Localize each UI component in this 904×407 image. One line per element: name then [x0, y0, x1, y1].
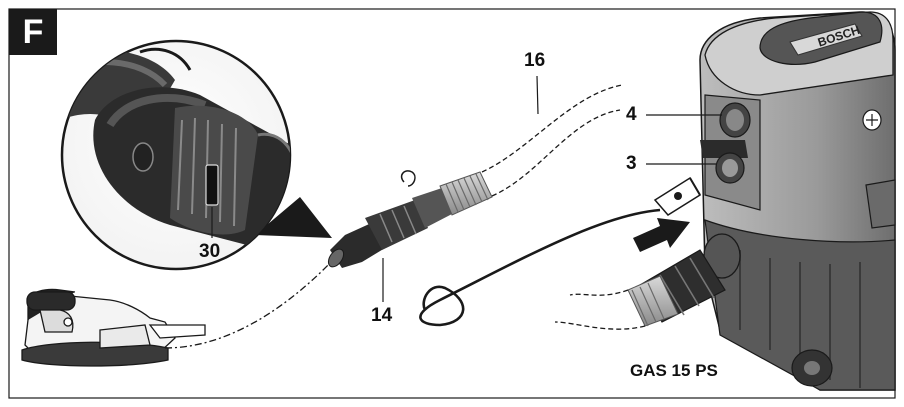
figure-letter: F	[9, 9, 57, 55]
hose-dashed-lower	[491, 109, 621, 197]
callout-3: 3	[626, 153, 637, 174]
magnifier-pointer	[255, 197, 332, 238]
insert-arrow	[633, 218, 690, 252]
sander-tool	[21, 288, 206, 367]
corrugated-hose	[439, 171, 493, 216]
power-plug	[653, 176, 702, 216]
callout-14: 14	[371, 305, 393, 326]
hose-dashed-upper	[481, 84, 623, 173]
inlet-hose-dashed-lower	[554, 321, 646, 330]
vacuum-cleaner	[699, 11, 896, 391]
callout-line-16	[536, 75, 539, 115]
power-cable	[419, 208, 661, 327]
adapter-closeup	[62, 47, 290, 255]
suction-inlet	[627, 233, 741, 327]
callout-16: 16	[524, 50, 546, 71]
callout-4: 4	[626, 104, 637, 125]
hose-adapter	[327, 170, 452, 268]
model-label: GAS 15 PS	[630, 361, 718, 380]
callout-30: 30	[199, 241, 221, 262]
inlet-hose-dashed-upper	[569, 289, 629, 296]
